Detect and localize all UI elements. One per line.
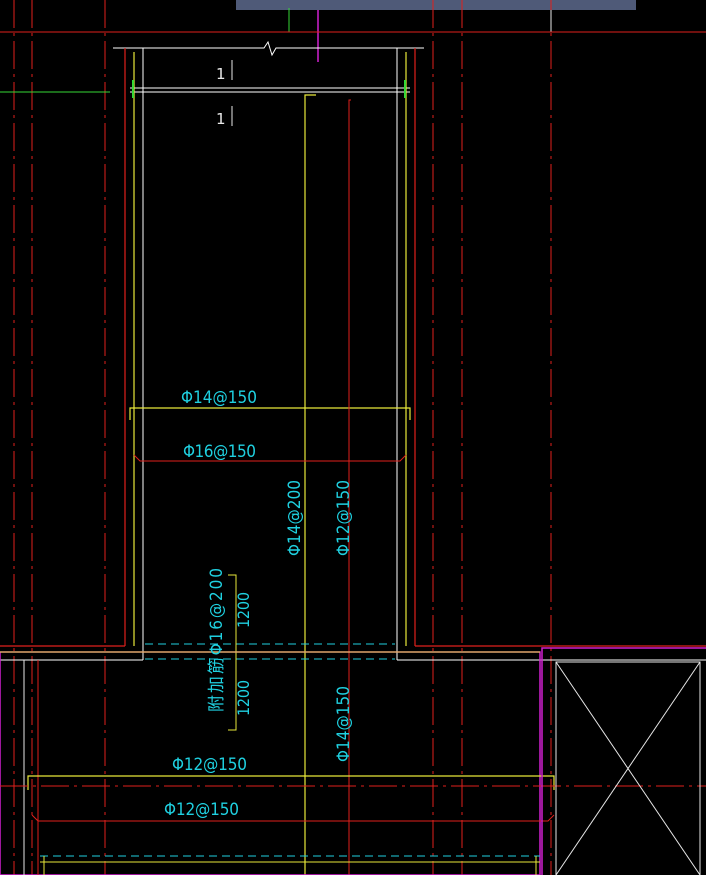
wall-outline [0, 48, 706, 647]
section-mark-label: 1 [216, 110, 226, 128]
base-slab [0, 651, 706, 875]
label-vertical-right-rebar: Φ12@150 [334, 480, 354, 556]
label-vertical-left-rebar: Φ14@200 [285, 480, 305, 556]
label-top-horizontal-rebar: Φ14@150 [181, 388, 257, 408]
wall-inner-faces [0, 48, 706, 661]
label-base-top-rebar: Φ12@150 [172, 755, 247, 775]
break-line [113, 40, 424, 57]
rebar-top-horizontal [129, 407, 411, 420]
label-base-bottom-rebar: Φ12@150 [164, 800, 239, 820]
section-mark-bottom: 1 [216, 106, 233, 128]
red-rebar [133, 99, 407, 875]
wall-rebar [129, 52, 411, 875]
axis-lines [13, 0, 552, 875]
section-mark-label: 1 [216, 65, 226, 83]
column-void-x [541, 647, 706, 875]
label-dimension-lower: 1200 [234, 680, 253, 716]
label-mid-horizontal-rebar: Φ16@150 [183, 442, 256, 462]
rebar-end-markers [132, 80, 406, 98]
rebar-mid-horizontal [133, 454, 407, 462]
label-additional-rebar-note: 附加筋Φ16@200 [207, 568, 227, 712]
label-base-vertical-rebar: Φ14@150 [334, 686, 354, 762]
toolbar-strip [236, 0, 636, 10]
section-mark-top: 1 [216, 60, 233, 83]
label-dimension-upper: 1200 [234, 592, 253, 628]
